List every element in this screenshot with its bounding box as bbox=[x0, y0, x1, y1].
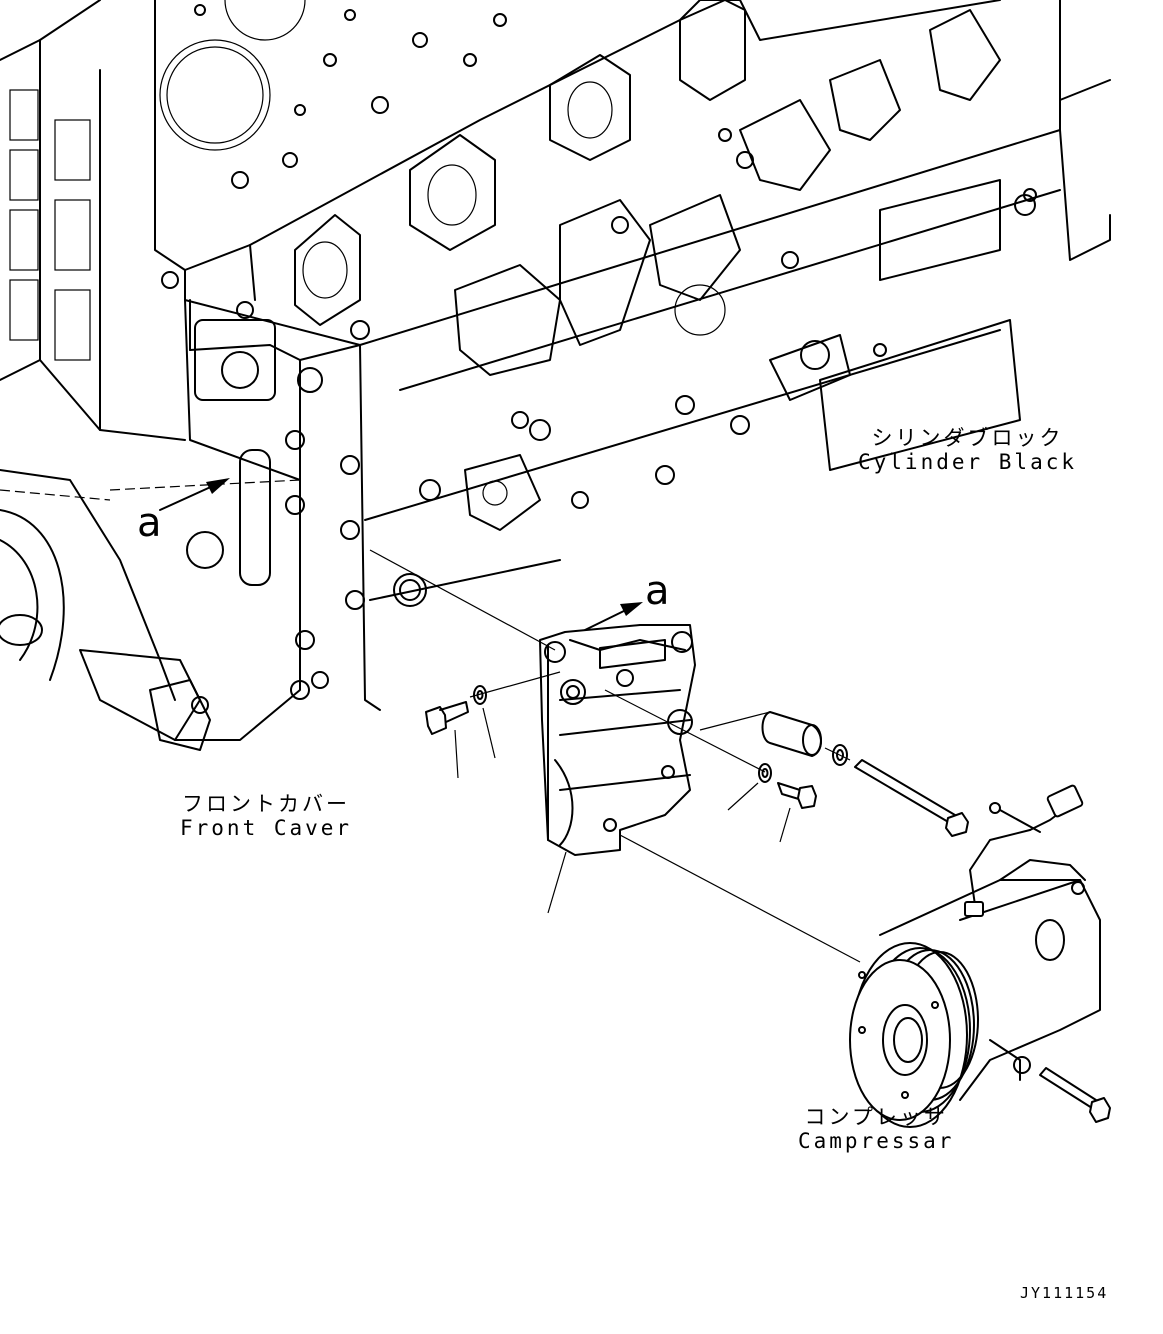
view-arrow-bracket bbox=[584, 602, 643, 631]
cylinder-block-label: シリンダブロック Cylinder Black bbox=[858, 426, 1077, 474]
spacer-sleeve bbox=[761, 711, 848, 766]
cylinder-block-drawing bbox=[0, 0, 1111, 711]
compressor-label-jp: コンプレッサ bbox=[804, 1105, 948, 1129]
cylinder-block-label-jp: シリンダブロック bbox=[871, 426, 1064, 450]
compressor-bracket-drawing bbox=[539, 624, 696, 856]
cylinder-block-label-en: Cylinder Black bbox=[858, 450, 1078, 475]
view-arrow-left bbox=[159, 478, 230, 511]
view-marker-left: a bbox=[137, 500, 162, 546]
compressor-drawing bbox=[849, 784, 1101, 1128]
compressor-label: コンプレッサ Campressar bbox=[798, 1105, 954, 1153]
bolt-left bbox=[425, 701, 469, 735]
document-id: JY111154 bbox=[1020, 1284, 1109, 1302]
compressor-label-en: Campressar bbox=[798, 1129, 955, 1154]
bore-window-1 bbox=[294, 214, 361, 326]
bore-window-2 bbox=[409, 134, 496, 251]
bolt-right bbox=[777, 782, 817, 809]
front-cover-label: フロントカバー Front Caver bbox=[180, 792, 352, 840]
view-marker-bracket: a bbox=[645, 568, 670, 614]
long-bolt bbox=[854, 759, 969, 837]
assembly-lines bbox=[369, 549, 861, 963]
bore-window-4 bbox=[679, 0, 746, 101]
front-cover-label-jp: フロントカバー bbox=[182, 792, 351, 816]
bolt-compressor bbox=[1039, 1067, 1111, 1123]
washer-right bbox=[758, 763, 772, 783]
front-cover-drawing bbox=[0, 299, 365, 751]
front-cover-label-en: Front Caver bbox=[180, 816, 353, 841]
bore-window-3 bbox=[549, 54, 631, 161]
